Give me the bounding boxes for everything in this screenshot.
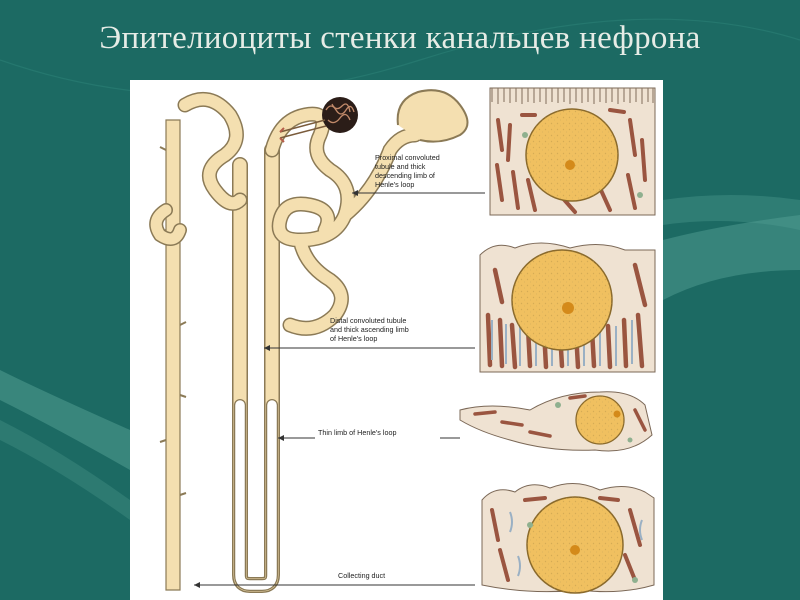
label-distal-line: of Henle's loop — [330, 334, 377, 343]
collecting-duct — [159, 119, 187, 591]
nephron-figure: Proximal convoluted tubule and thick des… — [130, 80, 663, 600]
label-distal-line: Distal convoluted tubule — [330, 316, 406, 325]
cell-proximal-tubule — [489, 87, 656, 216]
label-proximal-line: descending limb of — [375, 171, 435, 180]
label-thin-limb: Thin limb of Henle's loop — [318, 428, 396, 437]
glomerulus — [279, 89, 469, 143]
label-proximal: Proximal convoluted tubule and thick des… — [375, 153, 442, 189]
label-distal-line: and thick ascending limb — [330, 325, 409, 334]
cell-collecting-duct — [481, 483, 655, 594]
label-thin-limb-line: Thin limb of Henle's loop — [318, 428, 396, 437]
arrow-distal — [264, 345, 475, 351]
slide-title: Эпителиоциты стенки канальцев нефрона — [99, 20, 701, 56]
arrow-proximal — [352, 190, 485, 196]
label-collecting-line: Collecting duct — [338, 571, 385, 580]
label-proximal-line: tubule and thick — [375, 162, 426, 171]
label-proximal-line: Henle's loop — [375, 180, 414, 189]
loop-of-henle — [232, 142, 280, 593]
cell-distal-tubule — [479, 242, 656, 373]
arrow-thin-limb — [278, 435, 460, 441]
label-distal: Distal convoluted tubule and thick ascen… — [330, 316, 411, 343]
label-collecting: Collecting duct — [338, 571, 385, 580]
cell-thin-limb — [459, 391, 653, 452]
label-proximal-line: Proximal convoluted — [375, 153, 440, 162]
arrow-collecting — [194, 582, 475, 588]
convoluted-tubules — [149, 91, 423, 336]
